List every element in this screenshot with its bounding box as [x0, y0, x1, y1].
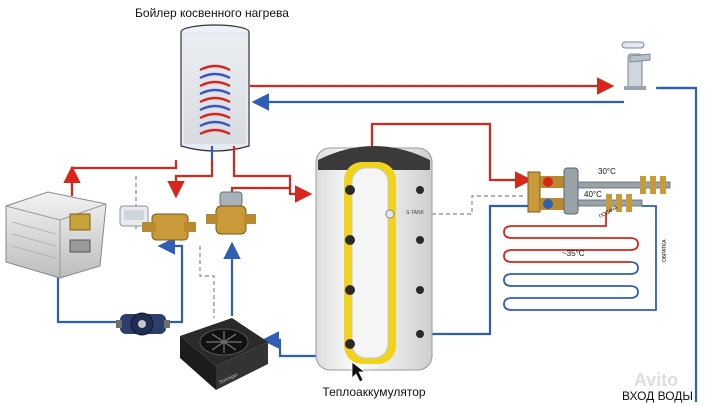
pipe-coil-return — [167, 160, 214, 199]
pipe-tank-to-fan — [261, 331, 318, 358]
indirect-boiler — [180, 24, 250, 160]
three-way-valve-icon — [119, 205, 196, 241]
thermostatic-mixer-icon — [206, 191, 256, 235]
boiler-coil — [199, 64, 231, 136]
electric-boiler-icon — [5, 191, 107, 279]
accumulator-title: Теплоаккумулятор — [322, 385, 425, 399]
water-inlet-label: ВХОД ВОДЫ — [622, 389, 693, 403]
temp-30-label: 30°C — [598, 167, 616, 176]
pipe-heater-out — [70, 160, 178, 196]
temp-35-label: ~35°C — [562, 249, 585, 258]
pipe-water-inlet — [658, 86, 698, 372]
pipe-tank-to-manifold — [370, 122, 533, 189]
pipe-coil-to-tank — [232, 160, 313, 203]
circulation-pump-icon — [116, 312, 170, 336]
faucet-icon — [621, 41, 651, 90]
boiler-title: Бойлер косвенного нагрева — [135, 6, 289, 20]
manifold-supply-bar — [577, 181, 671, 189]
floor-heating-manifold: 30°C 40°C ПОДАЧА — [527, 167, 671, 220]
pipe-heater-in — [56, 264, 120, 324]
heat-accumulator-tank: S-TANK Теплоаккумулятор — [315, 146, 433, 399]
avito-watermark: Avito — [634, 370, 678, 390]
mouse-cursor-icon — [351, 361, 367, 383]
tank-brand: S-TANK — [406, 210, 425, 216]
tank-ports — [345, 185, 424, 349]
temp-40-label: 40°C — [584, 190, 602, 199]
fancoil-icon: Sonniger — [180, 318, 268, 390]
floor-heating-loop: ~35°C ОБРАТКА — [503, 205, 668, 311]
return-label: ОБРАТКА — [662, 239, 668, 262]
